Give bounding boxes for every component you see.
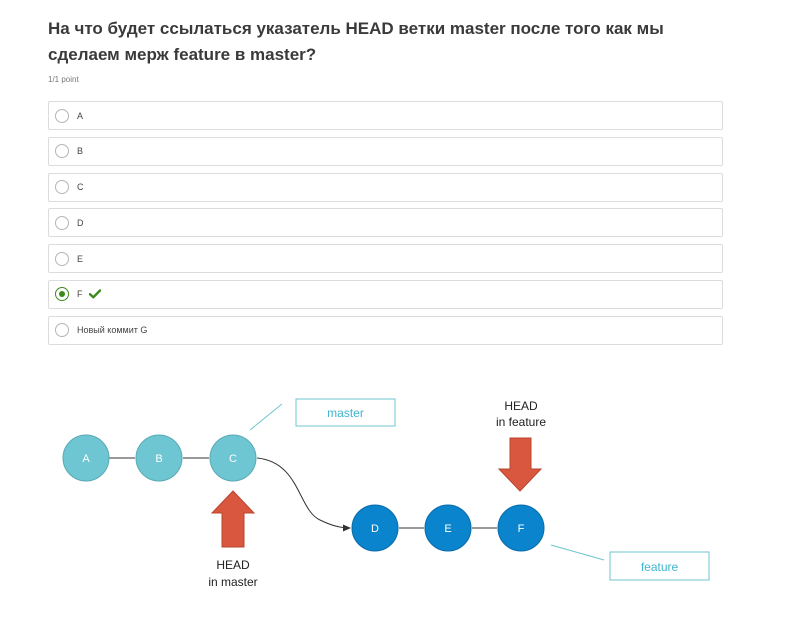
radio-button[interactable]: [55, 108, 69, 123]
head-feature-label: HEAD: [504, 399, 538, 413]
option-f[interactable]: F: [48, 279, 723, 309]
svg-text:E: E: [444, 523, 451, 535]
commit-f: F: [497, 504, 545, 552]
radio-button[interactable]: [55, 144, 69, 159]
option-label: Новый коммит G: [77, 325, 148, 336]
arrow-icon: [497, 437, 543, 492]
head-master-sublabel: in master: [208, 575, 257, 589]
head-master-label: HEAD: [216, 558, 250, 572]
commit-b: B: [135, 434, 183, 482]
points-earned: 1/1 point: [48, 75, 79, 84]
option-g[interactable]: Новый коммит G: [48, 315, 723, 345]
svg-text:C: C: [229, 453, 237, 465]
answer-options: A B C D E F Новый коммит G: [48, 101, 723, 352]
svg-text:F: F: [518, 523, 525, 535]
question-title: На что будет ссылаться указатель HEAD ве…: [48, 19, 664, 64]
radio-button[interactable]: [55, 180, 69, 195]
radio-button[interactable]: [55, 215, 69, 230]
option-c[interactable]: C: [48, 172, 723, 202]
option-label: C: [77, 182, 84, 193]
option-label: B: [77, 146, 84, 157]
radio-button[interactable]: [55, 251, 69, 266]
option-d[interactable]: D: [48, 208, 723, 238]
svg-text:B: B: [155, 453, 162, 465]
option-label: F: [77, 289, 83, 300]
arrow-icon: [210, 490, 256, 548]
svg-text:feature: feature: [641, 560, 679, 574]
commit-c: C: [209, 434, 257, 482]
checkmark-icon: [88, 289, 101, 299]
option-a[interactable]: A: [48, 101, 723, 130]
svg-text:master: master: [327, 406, 364, 420]
option-label: A: [77, 110, 84, 121]
commit-e: E: [424, 504, 472, 552]
commit-d: D: [351, 504, 399, 552]
branch-label-master: master: [295, 398, 396, 427]
svg-text:A: A: [82, 453, 90, 465]
commit-a: A: [62, 434, 110, 482]
option-b[interactable]: B: [48, 136, 723, 166]
svg-text:D: D: [371, 523, 379, 535]
option-label: E: [77, 253, 84, 264]
head-feature-sublabel: in feature: [496, 415, 546, 429]
radio-button-selected[interactable]: [55, 287, 69, 302]
option-e[interactable]: E: [48, 244, 723, 274]
option-label: D: [77, 217, 84, 228]
branch-label-feature: feature: [609, 551, 710, 581]
radio-button[interactable]: [55, 323, 69, 338]
